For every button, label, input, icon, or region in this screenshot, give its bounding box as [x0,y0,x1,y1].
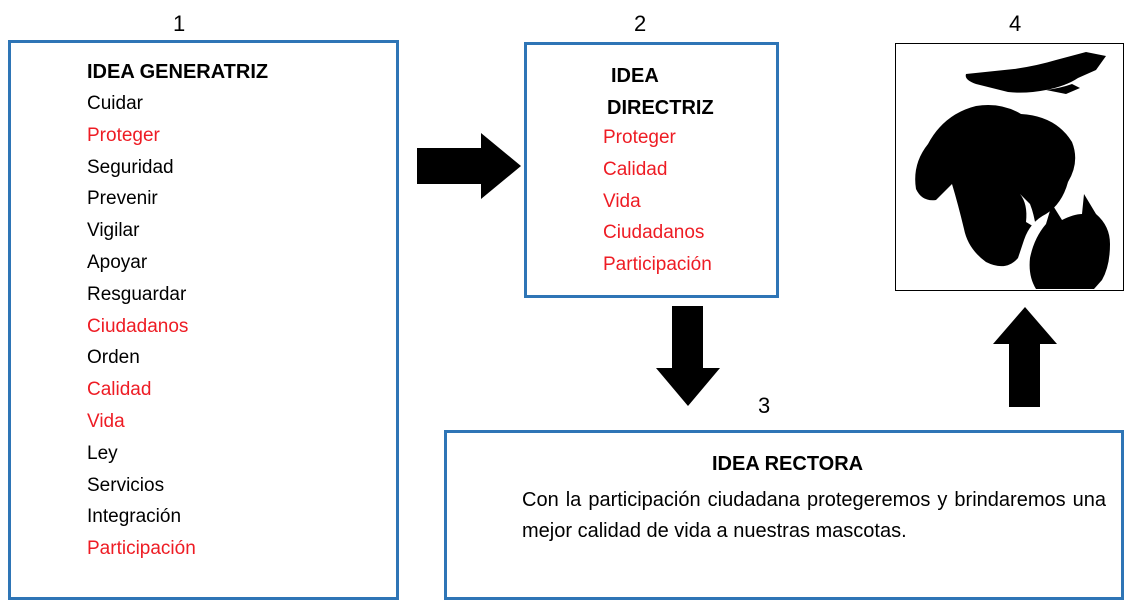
idea-directriz-title-line1: IDEA [611,65,659,87]
generatriz-word: Proteger [87,124,160,146]
generatriz-word: Cuidar [87,93,143,114]
generatriz-word: Integración [87,506,182,528]
generatriz-word: Participación [87,538,196,560]
generatriz-word: Calidad [87,379,152,401]
generatriz-word: Vida [87,410,125,432]
directriz-word: Participación [603,254,712,276]
pet-care-image-frame [895,43,1124,291]
directriz-word: Vida [603,190,641,212]
step-number-1: 1 [173,11,186,36]
generatriz-word: Prevenir [87,188,158,210]
idea-directriz-title-line2: DIRECTRIZ [607,97,714,119]
step-number-4: 4 [1009,11,1022,36]
directriz-word: Calidad [603,158,668,180]
arrow-down-icon [656,306,720,406]
hand-over-dog-and-cat-silhouette-icon [915,52,1110,289]
step-number-3: 3 [758,393,771,418]
arrow-right-icon [417,133,521,199]
step-number-2: 2 [634,11,647,36]
generatriz-word: Servicios [87,474,165,496]
directriz-word: Proteger [603,127,676,148]
generatriz-word: Resguardar [87,283,187,305]
idea-rectora-box: IDEA RECTORA Con la participación ciudad… [444,430,1124,600]
generatriz-word: Orden [87,347,140,369]
generatriz-word: Seguridad [87,156,174,178]
generatriz-word: Vigilar [87,220,140,242]
generatriz-word: Ley [87,442,118,464]
directriz-word: Ciudadanos [603,222,705,244]
idea-rectora-title: IDEA RECTORA [712,453,864,475]
arrow-up-icon [993,307,1057,407]
idea-generatriz-title: IDEA GENERATRIZ [87,61,269,83]
generatriz-word: Ciudadanos [87,315,189,337]
idea-rectora-text: Con la participación ciudadana protegere… [522,489,1106,542]
generatriz-word: Apoyar [87,251,148,273]
